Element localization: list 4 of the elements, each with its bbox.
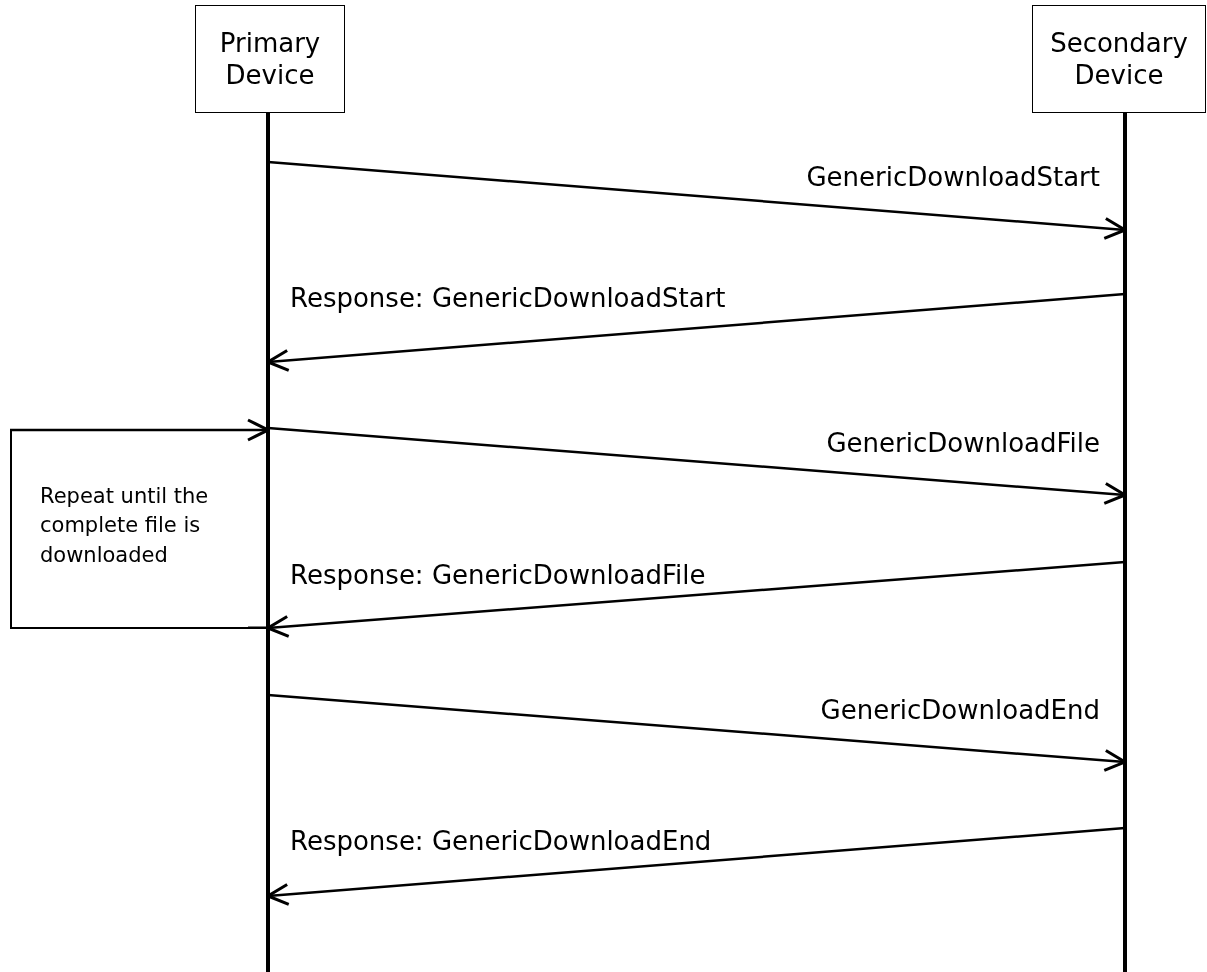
participant-box: Secondary Device [1032,5,1206,113]
loop-bracket [10,430,248,629]
loop-note: Repeat until the complete file is downloaded [40,483,210,569]
participant-box: Primary Device [195,5,345,113]
